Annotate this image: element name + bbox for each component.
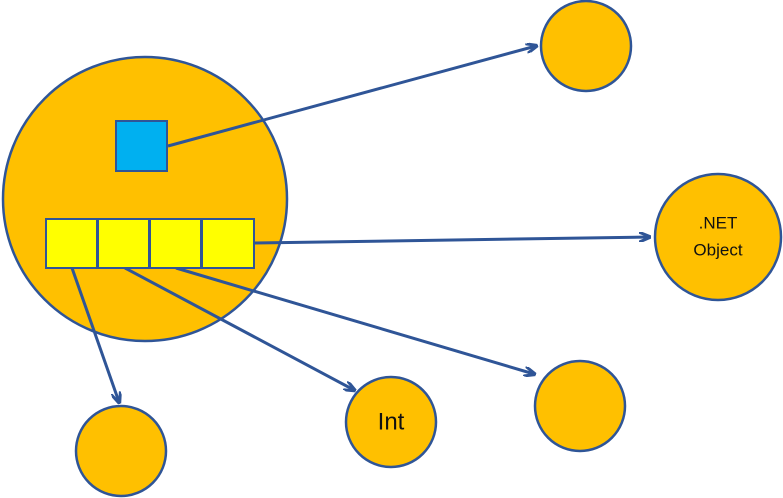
net-object-node-circle xyxy=(653,172,783,302)
net-object-label-line1: .NET xyxy=(699,213,738,232)
reference-box xyxy=(115,120,168,172)
edge-cell4-to-net-object xyxy=(254,237,649,245)
int-node-label: Int xyxy=(378,408,405,435)
parent-object-circle xyxy=(1,55,289,343)
int-node-circle xyxy=(344,375,438,469)
net-object-label-line2: Object xyxy=(693,240,742,259)
bottom-left-node-circle xyxy=(74,404,168,498)
array-cell-1 xyxy=(45,218,98,269)
edge-cell1-to-bottom-left-node xyxy=(70,267,119,402)
right-lower-node-circle xyxy=(533,359,627,453)
array-cell-2 xyxy=(97,218,150,269)
edge-cell2-to-int-node xyxy=(124,266,354,390)
edge-cell3-to-right-lower-node xyxy=(175,266,534,374)
top-node-circle xyxy=(539,0,633,93)
array-cell-4 xyxy=(201,218,255,269)
edge-blue-to-top-node xyxy=(167,46,536,148)
array-cell-3 xyxy=(149,218,202,269)
